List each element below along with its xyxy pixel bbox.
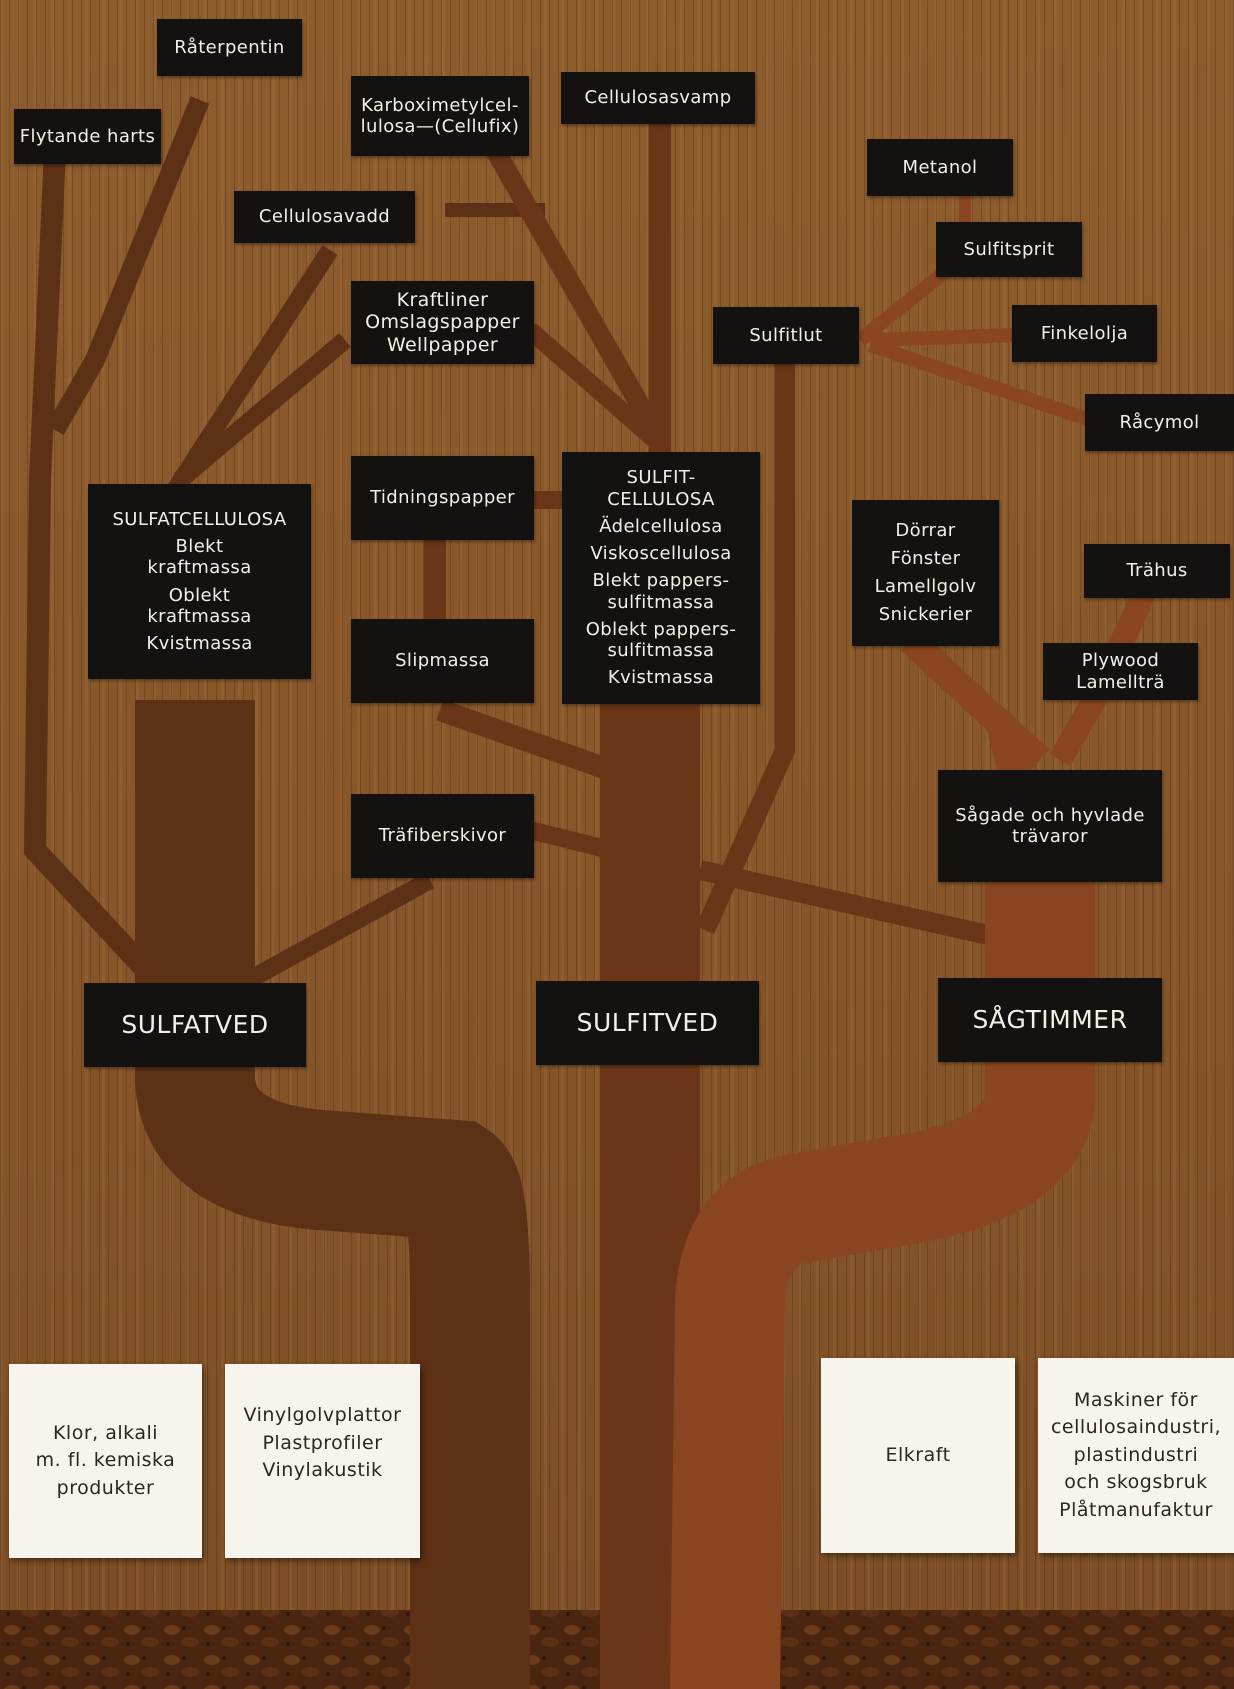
label-text: Råterpentin [174,36,285,58]
label-text: sulfitmassa [607,640,715,662]
card-text: produkter [56,1476,155,1499]
label-text: Fönster [890,548,961,570]
label-text: Lamellträ [1076,671,1165,693]
label-text: Lamellgolv [874,576,977,597]
label-cellulosasvamp: Cellulosasvamp [561,72,755,124]
label-text: Trähus [1126,560,1188,582]
card-text: Vinylakustik [262,1459,383,1482]
label-sulfitcellulosa: SULFIT- CELLULOSA Ädelcellulosa Viskosce… [562,452,760,704]
label-text: Kraftliner [396,288,489,311]
label-metanol: Metanol [867,139,1013,196]
label-text: Råcymol [1119,411,1200,433]
label-text: lulosa—(Cellufix) [360,116,520,137]
card-text: Vinylgolvplattor [243,1404,402,1426]
label-text: sulfitmassa [607,591,715,613]
label-text: Kvistmassa [146,632,253,654]
label-cellulosavadd: Cellulosavadd [234,191,415,243]
label-text: trävaror [1012,826,1088,847]
card-text: plastindustri [1073,1443,1199,1466]
sulfit-tree [424,110,1013,1689]
label-kraftliner-group: Kraftliner Omslagspapper Wellpapper [351,281,534,364]
label-text: Cellulosasvamp [584,87,732,109]
label-text: Kvistmassa [607,667,715,689]
label-text: Sågade och hyvlade [955,804,1145,826]
card-text: Maskiner för [1074,1388,1198,1411]
label-text: Sulfitlut [749,324,823,346]
card-maskiner: Maskiner för cellulosaindustri, plastind… [1038,1358,1234,1553]
label-text: Flytande harts [19,125,156,147]
card-text: Elkraft [885,1443,951,1466]
label-trahus: Trähus [1084,544,1230,598]
label-karboximetylcellulosa: Karboximetylcel- lulosa—(Cellufix) [351,76,529,156]
label-text: Dörrar [895,520,956,542]
label-plywood-group: Plywood Lamellträ [1043,643,1198,700]
label-text: SULFATVED [121,1010,269,1040]
label-text: SÅGTIMMER [972,1005,1128,1035]
label-text: Tidningspapper [370,487,515,509]
label-trafiberskivor: Träfiberskivor [351,794,534,878]
label-text: Metanol [902,156,978,178]
label-snickeri-group: Dörrar Fönster Lamellgolv Snickerier [852,500,999,646]
label-flytande-harts: Flytande harts [14,109,161,164]
trunk-label-sulfatved: SULFATVED [84,983,306,1067]
label-sulfatcellulosa: SULFATCELLULOSA Blekt kraftmassa Oblekt … [88,484,311,679]
label-slipmassa: Slipmassa [351,619,534,703]
label-text: Wellpapper [386,333,499,356]
card-text: Plastprofiler [262,1431,383,1454]
label-title: SULFATCELLULOSA [112,508,287,530]
label-text: Oblekt pappers- [585,618,737,640]
card-text: m. fl. kemiska [35,1449,176,1472]
label-text: Cellulosavadd [258,206,391,228]
card-text: Klor, alkali [52,1421,159,1444]
label-text: kraftmassa [147,605,252,627]
label-racymol: Råcymol [1085,394,1234,451]
label-text: Slipmassa [395,650,490,672]
card-text: Plåtmanufaktur [1059,1498,1213,1521]
card-text: och skogsbruk [1064,1471,1208,1494]
label-title: SULFIT- [626,467,696,489]
label-raterpentin: Råterpentin [157,19,302,76]
label-text: Blekt pappers- [592,570,730,592]
sulfat-tree [23,96,545,1689]
label-text: Karboximetylcel- [361,94,519,116]
label-text: Plywood [1081,650,1160,672]
label-finkelolja: Finkelolja [1012,305,1157,362]
card-klor-alkali: Klor, alkali m. fl. kemiska produkter [9,1364,202,1558]
card-vinyl: Vinylgolvplattor Plastprofiler Vinylakus… [225,1364,420,1558]
trunk-label-sulfitved: SULFITVED [536,981,759,1065]
label-text: SULFITVED [576,1008,719,1038]
label-title: CELLULOSA [607,488,715,510]
label-text: Omslagspapper [365,311,520,334]
label-text: Oblekt [168,584,231,606]
label-text: kraftmassa [147,557,252,579]
label-tidningspapper: Tidningspapper [351,456,534,540]
card-text: cellulosaindustri, [1050,1416,1222,1439]
card-elkraft: Elkraft [821,1358,1015,1553]
label-text: Viskoscellulosa [590,543,732,565]
label-sagade-travaror: Sågade och hyvlade trävaror [938,770,1162,882]
label-text: Blekt [175,536,224,558]
label-text: Finkelolja [1040,322,1129,344]
label-text: Träfiberskivor [378,825,507,847]
trunk-label-sagtimmer: SÅGTIMMER [938,978,1162,1062]
label-text: Sulfitsprit [963,238,1055,260]
label-sulfitsprit: Sulfitsprit [936,222,1082,277]
label-sulfitlut: Sulfitlut [713,307,859,364]
label-text: Ädelcellulosa [599,515,723,537]
label-text: Snickerier [878,603,973,625]
